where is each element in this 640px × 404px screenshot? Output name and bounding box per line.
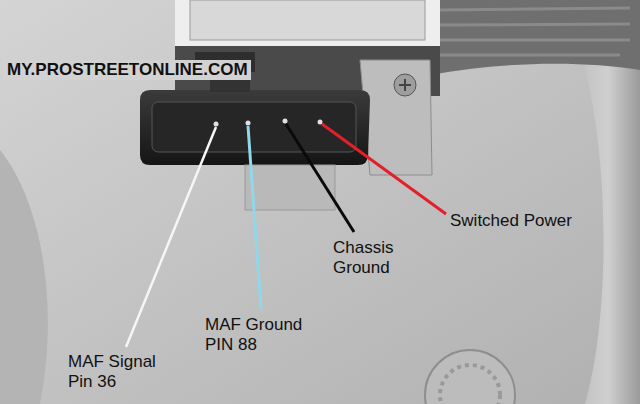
housing-rib	[430, 0, 640, 75]
connector-base	[245, 165, 335, 210]
signal-leader-line	[126, 127, 216, 347]
module-cover	[190, 0, 425, 40]
watermark-url: MY.PROSTREETONLINE.COM	[4, 60, 251, 80]
maf-ground-leader-line	[248, 126, 261, 309]
screw-slot	[399, 79, 411, 91]
pin	[246, 121, 251, 126]
pin-label: MAF Signal Pin 36	[68, 352, 172, 392]
pin	[318, 120, 323, 125]
pin	[283, 119, 288, 124]
rib-lines	[440, 8, 630, 55]
pin-label: Chassis Ground	[333, 238, 425, 278]
connector-shroud	[140, 90, 370, 165]
pin-label: MAF Ground PIN 88	[205, 315, 317, 355]
bracket-screw	[394, 74, 416, 96]
tube-inlet	[0, 150, 48, 404]
pin	[214, 122, 219, 127]
pin-label: Switched Power	[450, 211, 572, 231]
switched-power-leader-line	[322, 124, 446, 214]
bolt-ridges	[440, 365, 500, 404]
bolt-boss	[425, 350, 515, 404]
module-top	[175, 0, 440, 48]
